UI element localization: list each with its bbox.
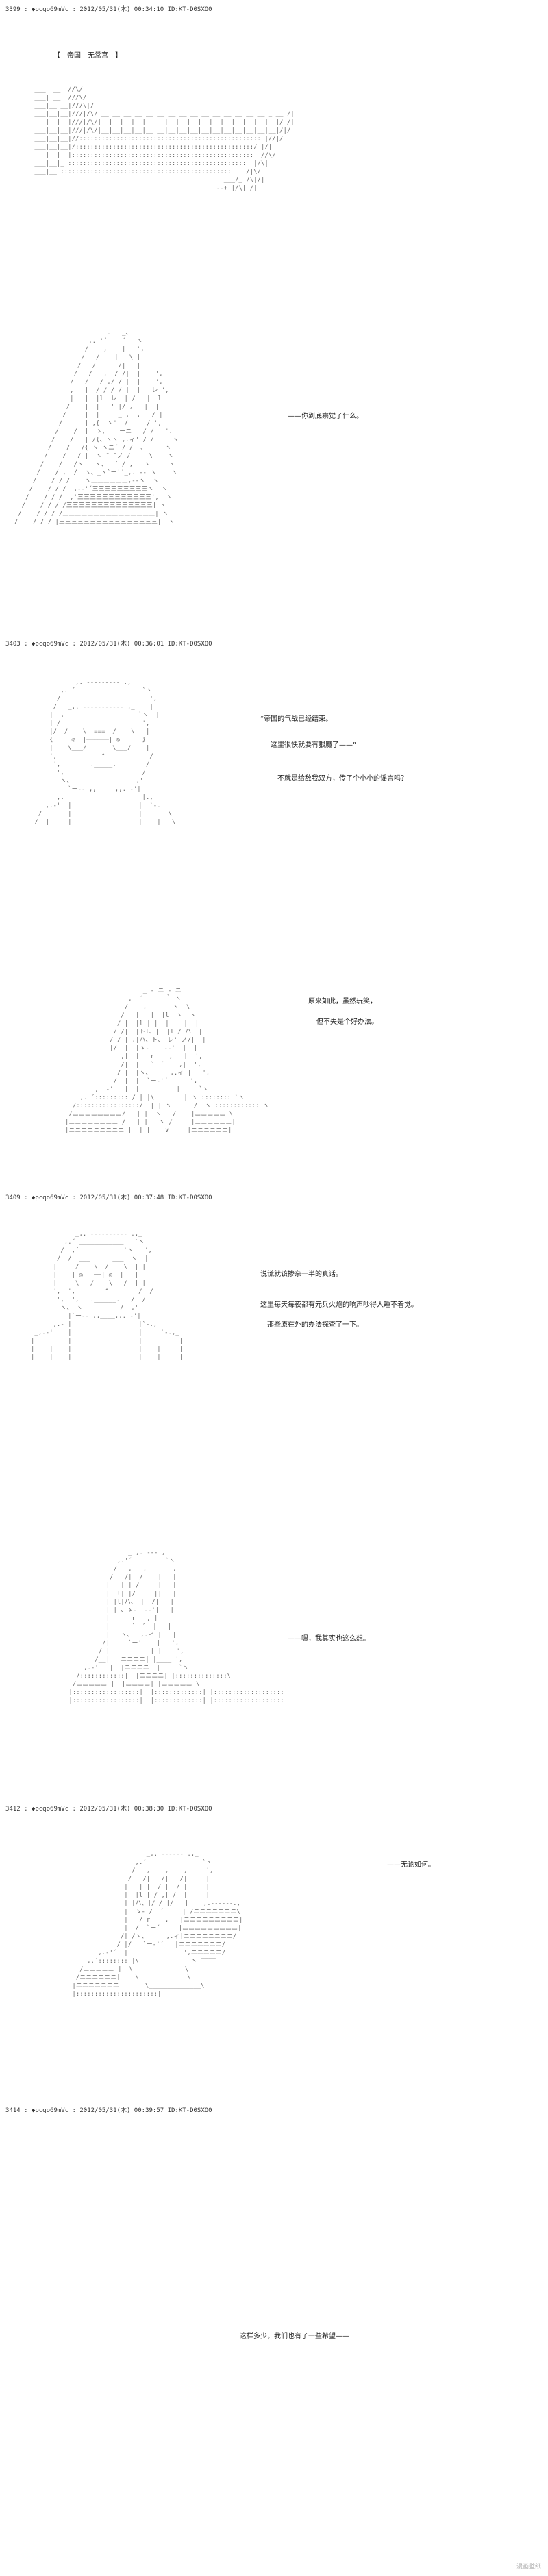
site-watermark: 漫画壁纸	[516, 2564, 541, 2571]
post-header-3414: 3414 : ◆pcqo69mVc : 2012/05/31(木) 00:39:…	[5, 2107, 212, 2114]
ascii-art-figure-4: _,. -‐‐‐‐‐‐‐‐- .,_ ,.´ ____________ `ヽ /…	[31, 1231, 184, 1361]
ascii-art-palace: ___ __ |//\/ ___| __ |///\/ ___|__ __|//…	[34, 86, 295, 192]
dialogue-line: 那些原在外的办法探查了一下。	[267, 1321, 363, 1329]
post-header-3412: 3412 : ◆pcqo69mVc : 2012/05/31(木) 00:38:…	[5, 1806, 212, 1813]
dialogue-line: 说谎就该掺杂一半的真话。	[260, 1271, 342, 1278]
dialogue-line: 这里每天每夜都有元兵火炮的响声吵得人睡不着觉。	[260, 1301, 418, 1309]
ascii-art-figure-1: . _、 ,. '´ ´ ヽ / , | ', / / | \ | / / /|…	[14, 330, 179, 526]
dialogue-line: ——无论如何。	[387, 1861, 435, 1869]
dialogue-line: 这样多少，我们也有了一些希望——	[240, 2333, 349, 2340]
dialogue-line: 但不失是个好办法。	[316, 1018, 378, 1026]
dialogue-line: 不就是给敌我双方，传了个小小的谣言吗？	[277, 775, 408, 783]
dialogue-line: 这里很快就要有狠魔了——”	[271, 741, 357, 749]
location-caption: 【 帝国 无常宫 】	[53, 52, 122, 60]
post-header-3403: 3403 : ◆pcqo69mVc : 2012/05/31(木) 00:36:…	[5, 641, 212, 648]
post-header-3399: 3399 : ◆pcqo69mVc : 2012/05/31(木) 00:34:…	[5, 6, 212, 13]
ascii-art-figure-2: _,. -‐‐‐‐‐‐‐- .,_ ,. ´ `ヽ / ', / _,. -‐‐…	[34, 679, 176, 826]
post-header-3409: 3409 : ◆pcqo69mVc : 2012/05/31(木) 00:37:…	[5, 1194, 212, 1201]
dialogue-line: ——嗯，我其实也这么想。	[288, 1635, 370, 1643]
ascii-art-figure-5: _ ,. --- , ,.'´ `ヽ / , , ', / /| /| | | …	[68, 1549, 288, 1704]
ascii-art-figure-6: _,. --‐‐-- .,_ ,.´ `ヽ / , , , ', / /| /|…	[72, 1851, 245, 1998]
ascii-art-figure-3: _ - ニ - ニ , ´ ｀ ヽ / , ヽ \ / | | | |l ヽ ヽ…	[65, 988, 269, 1134]
dialogue-line: ——你到底察觉了什么。	[288, 413, 363, 420]
dialogue-line: 原来如此，虽然玩笑，	[308, 998, 377, 1005]
dialogue-line: “帝国的气战已经结束。	[260, 715, 333, 723]
